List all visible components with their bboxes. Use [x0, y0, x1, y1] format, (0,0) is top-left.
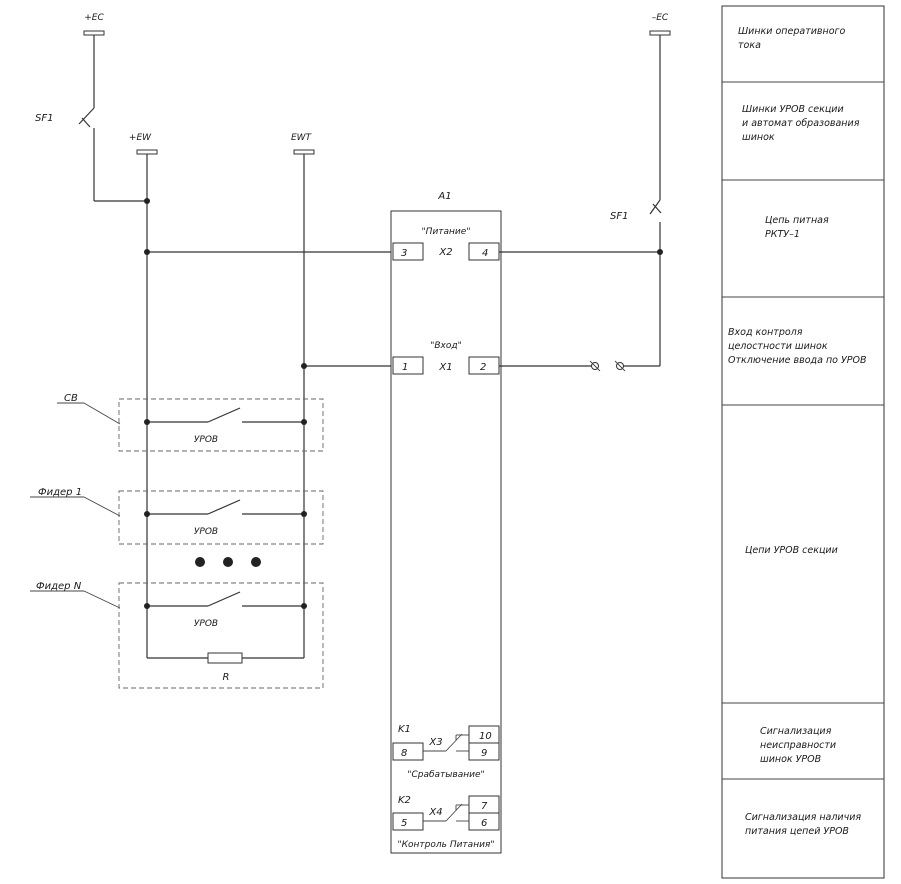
bus-minus-ec: –EC — [649, 13, 671, 36]
bus-plus-ew-label: +EW — [129, 133, 152, 143]
resistor-label: R — [223, 672, 230, 683]
table-row-3: Цепь питная РКТУ–1 — [765, 215, 829, 240]
feeder-1-block: УРОВ Фидер 1 — [30, 487, 324, 545]
connector-x3: X3 — [428, 737, 442, 748]
right-supply-wiring — [499, 35, 663, 372]
pin-9-label: 9 — [481, 748, 487, 759]
pin-1 — [392, 356, 424, 375]
bus-plus-ec-label: +EC — [84, 13, 104, 23]
feederN-label: Фидер N — [36, 581, 82, 592]
relay-k1-label: K1 — [398, 724, 411, 735]
pin-6-label: 6 — [481, 818, 487, 829]
bus-plus-ec: +EC — [83, 13, 105, 36]
table-row-1: Шинки оперативного тока — [738, 26, 846, 51]
cb-contact-label: УРОВ — [194, 435, 218, 445]
pin-8 — [392, 742, 424, 761]
relay1-caption: "Срабатывание" — [407, 770, 484, 780]
table-row-6-line-1: Сигнализация — [760, 726, 832, 737]
feederN-contact-label: УРОВ — [194, 619, 218, 629]
power-caption: "Питание" — [422, 227, 471, 237]
table-row-6-line-2: неисправности — [760, 740, 836, 751]
table-row-2-line-3: шинок — [742, 132, 775, 143]
bus-plus-ew: +EW — [129, 133, 158, 155]
table-row-4: Вход контроля целостности шинок Отключен… — [728, 327, 867, 366]
relay2-caption: "Контроль Питания" — [398, 840, 495, 850]
resistor-r — [207, 652, 243, 664]
cb-label: СВ — [64, 393, 78, 404]
pin-3-label: 3 — [401, 248, 407, 259]
table-row-2-line-2: и автомат образования — [742, 118, 860, 129]
table-row-1-line-2: тока — [738, 40, 761, 51]
more-feeders-ellipsis — [195, 557, 261, 567]
table-row-7: Сигнализация наличия питания цепей УРОВ — [745, 812, 861, 837]
pin-2-label: 2 — [480, 362, 486, 373]
table-row-7-line-2: питания цепей УРОВ — [745, 826, 849, 837]
table-row-6-line-3: шинок УРОВ — [760, 754, 821, 765]
input-caption: "Вход" — [430, 341, 462, 351]
table-row-4-line-3: Отключение ввода по УРОВ — [728, 355, 867, 366]
left-supply-wiring — [78, 35, 393, 658]
table-row-4-line-1: Вход контроля — [728, 327, 803, 338]
pin-5-label: 5 — [401, 818, 407, 829]
feeder-n-block: УРОВ Фидер N R — [30, 581, 324, 689]
connector-x2: X2 — [438, 247, 452, 258]
feeder1-contact-label: УРОВ — [194, 527, 218, 537]
table-row-7-line-1: Сигнализация наличия — [745, 812, 861, 823]
feeder-cb-block: УРОВ СВ — [57, 393, 324, 452]
table-row-2: Шинки УРОВ секции и автомат образования … — [742, 104, 860, 143]
table-row-4-line-2: целостности шинок — [728, 341, 828, 352]
table-row-3-line-1: Цепь питная — [765, 215, 829, 226]
device-a1-label: A1 — [437, 191, 451, 202]
pin-1-label: 1 — [402, 362, 408, 373]
pin-3 — [392, 242, 424, 261]
description-table: Шинки оперативного тока Шинки УРОВ секци… — [721, 5, 885, 879]
bus-ewt-label: EWT — [291, 133, 313, 143]
sf1-right-label: SF1 — [610, 211, 628, 222]
table-row-5-line-1: Цепи УРОВ секции — [745, 545, 838, 556]
relay-k2-label: K2 — [398, 795, 411, 806]
sf1-left-label: SF1 — [35, 113, 53, 124]
bus-ewt: EWT — [291, 133, 315, 155]
pin-8-label: 8 — [401, 748, 407, 759]
connector-x1: X1 — [438, 362, 452, 373]
table-row-1-line-1: Шинки оперативного — [738, 26, 846, 37]
pin-4-label: 4 — [482, 248, 488, 259]
table-row-2-line-1: Шинки УРОВ секции — [742, 104, 844, 115]
table-row-5: Цепи УРОВ секции — [745, 545, 838, 556]
feeder1-label: Фидер 1 — [38, 487, 82, 498]
table-row-3-line-2: РКТУ–1 — [765, 229, 800, 240]
device-a1: A1 "Питание" 3 4 X2 "Вход" 1 2 X1 K1 8 1… — [390, 191, 502, 854]
pin-7-label: 7 — [481, 801, 488, 812]
pin-5 — [392, 812, 424, 831]
connector-x4: X4 — [428, 807, 442, 818]
bus-minus-ec-label: –EC — [652, 13, 669, 23]
pin-10-label: 10 — [479, 731, 492, 742]
pin-9 — [468, 742, 500, 761]
pin-6 — [468, 812, 500, 831]
table-row-6: Сигнализация неисправности шинок УРОВ — [760, 726, 836, 765]
